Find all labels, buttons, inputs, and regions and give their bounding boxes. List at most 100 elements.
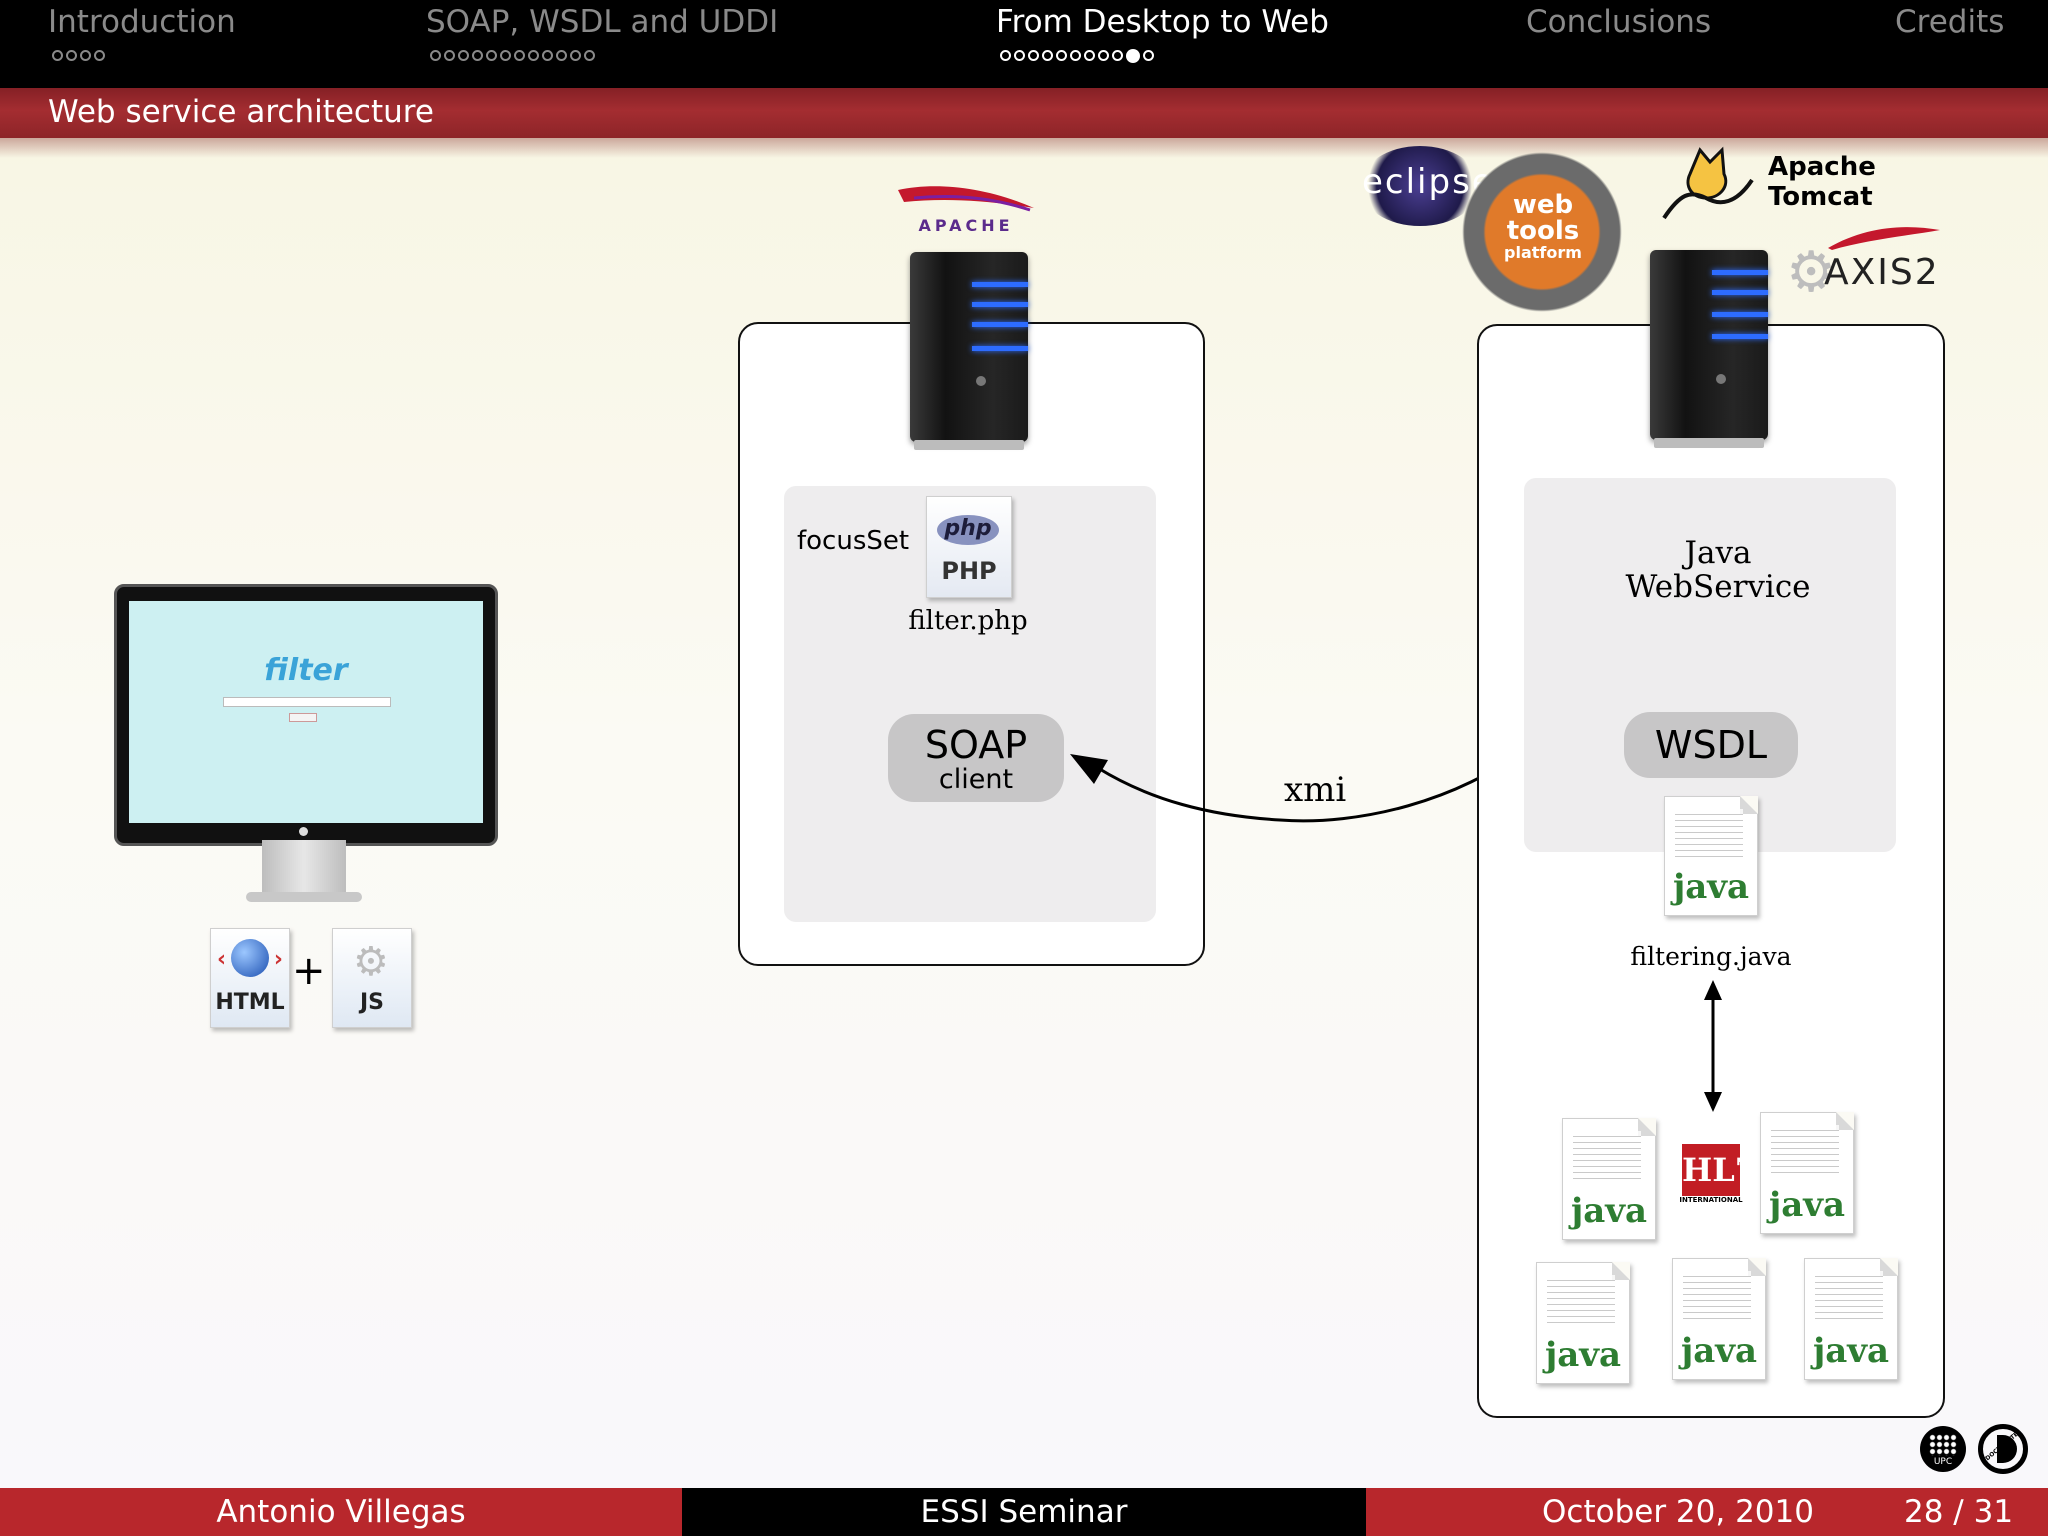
- js-file-icon: ⚙ JS: [332, 928, 412, 1028]
- screen-search-field: [223, 697, 391, 707]
- gear-icon: ⚙: [353, 939, 389, 985]
- nav-dot[interactable]: [1112, 50, 1123, 61]
- js-label: JS: [359, 990, 385, 1015]
- nav-dot[interactable]: [556, 50, 567, 61]
- monitor-stand: [262, 840, 346, 896]
- footer-bar: Antonio Villegas ESSI Seminar October 20…: [0, 1488, 2048, 1536]
- upc-logo: UPC: [1920, 1426, 1966, 1472]
- nav-section-introduction[interactable]: Introduction: [48, 4, 236, 40]
- nav-dot[interactable]: [94, 50, 105, 61]
- soap-client-pill: SOAP client: [888, 714, 1064, 802]
- php-label: PHP: [941, 557, 997, 585]
- focus-set-label: focusSet: [797, 526, 910, 556]
- nav-dot[interactable]: [514, 50, 525, 61]
- nav-dot[interactable]: [1056, 50, 1067, 61]
- nav-section-soap[interactable]: SOAP, WSDL and UDDI: [426, 4, 779, 40]
- nav-section-desktop-to-web[interactable]: From Desktop to Web: [996, 4, 1329, 40]
- nav-section-credits[interactable]: Credits: [1895, 4, 2005, 40]
- xmi-label: xmi: [1284, 770, 1347, 810]
- monitor-screen: filter: [129, 601, 483, 823]
- bidirectional-arrow: [1704, 980, 1722, 1112]
- nav-dot[interactable]: [1000, 50, 1011, 61]
- frame-title-bar: Web service architecture: [0, 88, 2048, 138]
- php-badge: php: [937, 515, 999, 545]
- plus-sign: +: [292, 948, 326, 994]
- nav-dot[interactable]: [430, 50, 441, 61]
- footer-author: Antonio Villegas: [0, 1488, 682, 1536]
- hl7-wordmark: HL7: [1682, 1144, 1757, 1196]
- nav-dot[interactable]: [1126, 49, 1140, 63]
- java-server-tower: [1650, 250, 1768, 448]
- filter-logo: filter: [264, 653, 348, 688]
- axis2-logo: ⚙ AXIS2: [1786, 222, 1942, 310]
- apache-wordmark: APACHE: [918, 216, 1014, 235]
- nav-dot[interactable]: [528, 50, 539, 61]
- nav-dot[interactable]: [584, 50, 595, 61]
- hl7-subtitle: INTERNATIONAL: [1679, 1196, 1743, 1204]
- html-label: HTML: [215, 990, 285, 1015]
- nav-dot[interactable]: [500, 50, 511, 61]
- java-file-icon: java: [1672, 1258, 1766, 1380]
- wtp-line1: web: [1512, 190, 1574, 220]
- filtering-java-file-icon: java: [1664, 796, 1758, 916]
- nav-dot[interactable]: [472, 50, 483, 61]
- java-panel: [1524, 478, 1896, 852]
- nav-dot[interactable]: [1042, 50, 1053, 61]
- hl7-logo: HL7 INTERNATIONAL: [1678, 1140, 1757, 1220]
- footer-right: October 20, 2010 28 / 31: [1366, 1488, 2048, 1536]
- soap-title: SOAP: [924, 723, 1028, 767]
- java-title-line2: WebService: [1625, 569, 1811, 605]
- apache-feather-logo: APACHE: [894, 180, 1038, 238]
- tomcat-logo-icon: [1660, 144, 1756, 222]
- nav-dot[interactable]: [486, 50, 497, 61]
- java-title-line1: Java: [1684, 535, 1752, 571]
- globe-icon: [231, 939, 269, 977]
- nav-dot[interactable]: [570, 50, 581, 61]
- desktop-monitor: filter: [114, 584, 498, 846]
- filtering-java-label: filtering.java: [1630, 942, 1792, 971]
- wtp-line2: tools: [1506, 216, 1580, 246]
- nav-dot[interactable]: [52, 50, 63, 61]
- nav-dot[interactable]: [542, 50, 553, 61]
- footer-event: ESSI Seminar: [682, 1488, 1366, 1536]
- chevron-right-icon: ›: [273, 947, 283, 972]
- nav-dots-soap[interactable]: [430, 50, 595, 61]
- nav-dot[interactable]: [458, 50, 469, 61]
- nav-dot[interactable]: [1028, 50, 1039, 61]
- nav-section-conclusions[interactable]: Conclusions: [1526, 4, 1712, 40]
- java-file-icon: java: [1760, 1112, 1854, 1234]
- nav-bar: Introduction SOAP, WSDL and UDDI From De…: [0, 0, 2048, 88]
- java-webservice-title: Java WebService: [1600, 536, 1836, 604]
- nav-dot[interactable]: [1098, 50, 1109, 61]
- apple-icon: [299, 827, 308, 836]
- tomcat-line2: Tomcat: [1768, 182, 1873, 212]
- nav-dots-desktop-to-web[interactable]: [1000, 49, 1154, 63]
- axis2-wordmark: AXIS2: [1824, 252, 1940, 293]
- java-file-icon: java: [1562, 1118, 1656, 1240]
- frame-title: Web service architecture: [48, 94, 434, 130]
- nav-dot[interactable]: [1070, 50, 1081, 61]
- upc-wordmark: UPC: [1933, 1457, 1953, 1467]
- doctorate-logo: DOCTORATE: [1978, 1424, 2028, 1474]
- web-tools-platform-logo: web tools platform: [1458, 150, 1626, 314]
- java-file-icon: java: [1804, 1258, 1898, 1380]
- nav-dot[interactable]: [66, 50, 77, 61]
- nav-dot[interactable]: [1014, 50, 1025, 61]
- tomcat-wordmark: Apache Tomcat: [1768, 152, 1876, 212]
- wtp-line3: platform: [1504, 243, 1582, 262]
- php-file-icon: php PHP: [926, 496, 1012, 598]
- filter-php-label: filter.php: [908, 606, 1028, 636]
- java-file-icon: java: [1536, 1262, 1630, 1384]
- footer-page-number: 28 / 31: [1904, 1494, 2014, 1530]
- monitor-foot: [246, 892, 362, 902]
- nav-dot[interactable]: [444, 50, 455, 61]
- html-file-icon: ‹ › HTML: [210, 928, 290, 1028]
- nav-dot[interactable]: [80, 50, 91, 61]
- nav-dot[interactable]: [1143, 50, 1154, 61]
- nav-dots-introduction[interactable]: [52, 50, 105, 61]
- wsdl-label: WSDL: [1654, 723, 1768, 767]
- footer-date: October 20, 2010: [1542, 1494, 1814, 1530]
- nav-dot[interactable]: [1084, 50, 1095, 61]
- wsdl-pill: WSDL: [1624, 712, 1798, 778]
- xmi-arrow: [1070, 746, 1527, 823]
